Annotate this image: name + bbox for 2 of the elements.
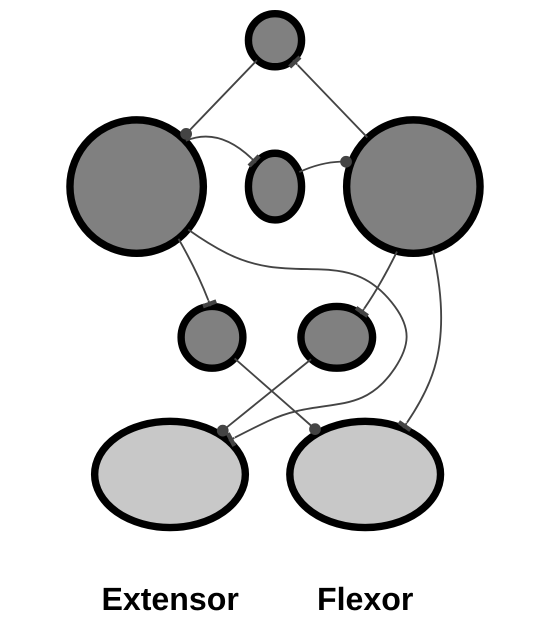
node-label: Flexor: [317, 581, 414, 618]
node-label: Extensor: [101, 581, 239, 618]
